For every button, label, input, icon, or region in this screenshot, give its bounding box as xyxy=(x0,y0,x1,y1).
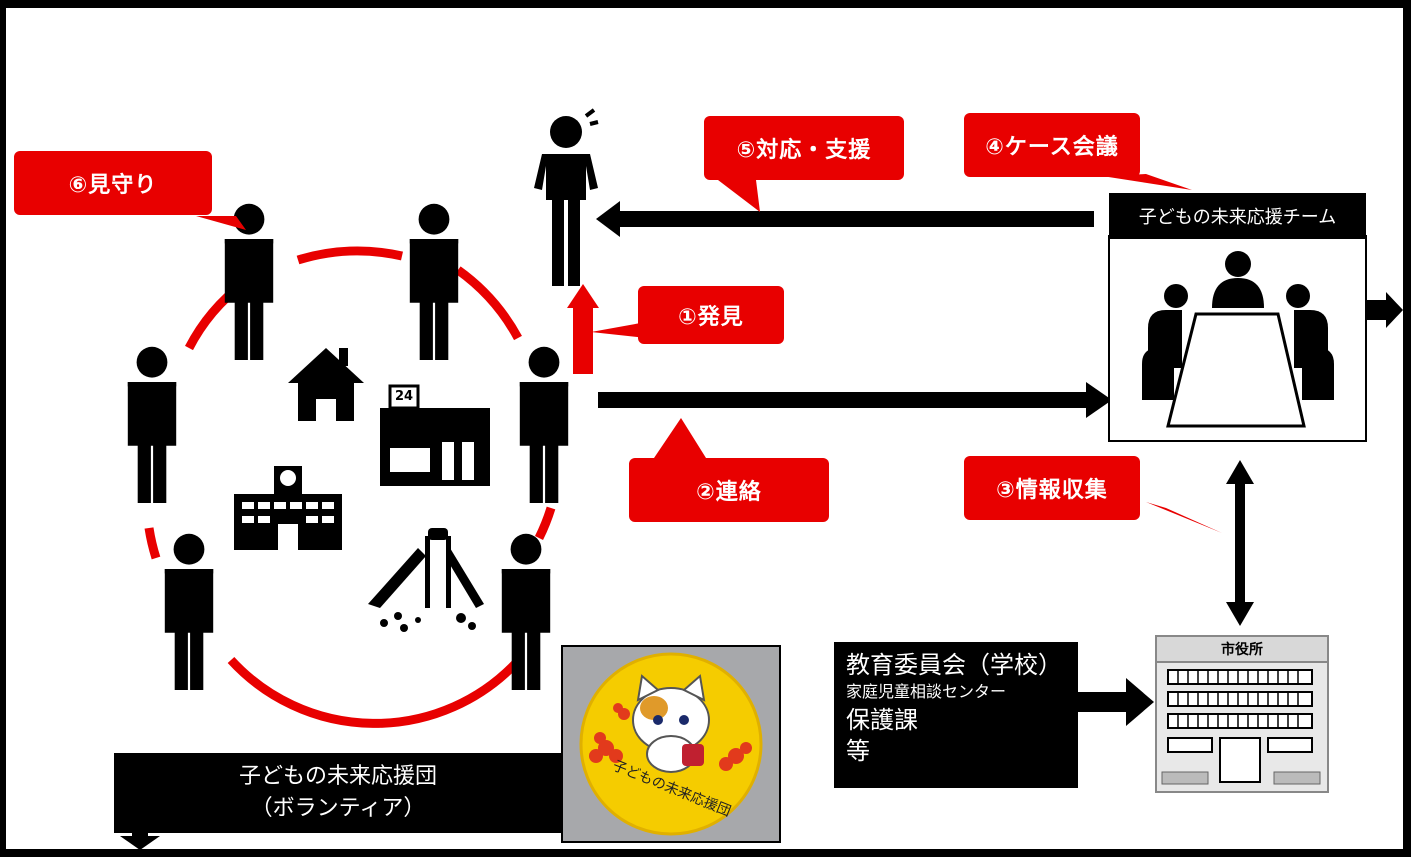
diagram-graphics xyxy=(120,108,1403,849)
volunteer-person-icon xyxy=(127,346,177,503)
arrow-volunteer-down xyxy=(120,828,160,849)
arrow-discovery-up xyxy=(567,284,599,374)
volunteer-person-icon xyxy=(519,346,569,503)
child-in-need-icon xyxy=(534,108,599,286)
callout-pointers xyxy=(196,174,1222,533)
school-icon xyxy=(234,466,342,550)
agencies-line2: 家庭児童相談センター xyxy=(846,682,1007,701)
agencies-line3: 保護課 xyxy=(846,706,918,734)
support-ring xyxy=(144,246,556,728)
city-hall-building-icon xyxy=(1155,635,1329,793)
diagram-canvas: ①発見 ②連絡 ③情報収集 ④ケース会議 ⑤対応・支援 ⑥見守り 子どもの未来応… xyxy=(6,8,1403,849)
callout-case-meeting: ④ケース会議 xyxy=(964,113,1140,177)
arrow-team-cityhall xyxy=(1226,460,1254,626)
callout-contact: ②連絡 xyxy=(629,458,829,522)
convenience-store-icon xyxy=(380,384,490,486)
agencies-line4: 等 xyxy=(846,737,870,765)
callout-info-gathering: ③情報収集 xyxy=(964,456,1140,520)
agencies-line1: 教育委員会（学校） xyxy=(846,651,1062,679)
callout-watching: ⑥見守り xyxy=(14,151,212,215)
callout-discovery: ①発見 xyxy=(638,286,784,344)
team-meeting-box xyxy=(1108,235,1367,442)
arrow-agencies-to-cityhall xyxy=(1076,678,1154,726)
team-title: 子どもの未来応援チーム xyxy=(1109,193,1366,239)
city-hall-label: 市役所 xyxy=(1221,642,1263,658)
volunteer-label-line2: （ボランティア） xyxy=(250,796,426,821)
volunteer-label: 子どもの未来応援団 （ボランティア） xyxy=(114,753,562,833)
volunteer-person-icon xyxy=(164,533,214,690)
volunteer-person-icon xyxy=(409,203,459,360)
volunteer-person-icon xyxy=(224,203,274,360)
mascot-cat-icon xyxy=(632,674,710,773)
slide-icon xyxy=(368,528,484,632)
arrow-team-right xyxy=(1363,292,1403,328)
arrow-support-to-child xyxy=(596,201,1094,237)
badge-photo xyxy=(561,645,781,843)
callout-response-support: ⑤対応・支援 xyxy=(704,116,904,180)
arrow-contact-to-team xyxy=(598,382,1112,418)
volunteer-label-line1: 子どもの未来応援団 xyxy=(238,764,437,789)
store-24-label: 24 xyxy=(394,389,414,404)
volunteer-people xyxy=(127,203,569,690)
house-icon xyxy=(288,348,364,421)
flower-icon xyxy=(589,703,752,771)
agencies-label: 教育委員会（学校） 家庭児童相談センター 保護課 等 xyxy=(834,642,1078,788)
